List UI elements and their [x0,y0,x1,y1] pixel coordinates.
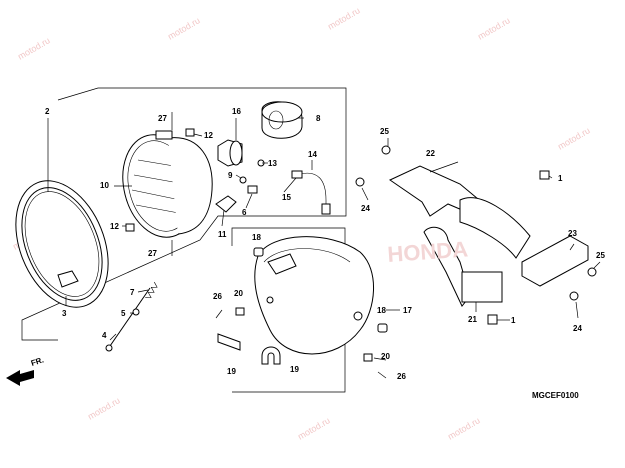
headlight-stay [355,145,597,325]
callout-26b: 26 [397,372,406,381]
callout-21: 21 [468,315,477,324]
watermark: motod.ru [476,15,512,41]
callout-24a: 24 [361,204,370,213]
callout-19b: 19 [290,365,299,374]
headlight-unit [122,130,213,238]
callout-4: 4 [102,331,107,340]
brand-logo: HONDA [387,236,469,267]
callout-25b: 25 [596,251,605,260]
brand-mark-text: HONDA [387,236,469,267]
callout-10: 10 [100,181,109,190]
watermark: motod.ru [86,395,122,421]
callout-20a: 20 [234,289,243,298]
headlight-case [215,236,388,379]
callout-25a: 25 [380,127,389,136]
callout-12a: 12 [110,222,119,231]
bulb-and-cover [217,101,303,167]
callout-1b: 1 [511,316,516,325]
callout-14: 14 [308,150,317,159]
wire-clips [217,333,281,365]
callout-16: 16 [232,107,241,116]
watermark: motod.ru [296,415,332,441]
diagram-code: MGCEF0100 [532,391,579,400]
callout-17: 17 [403,306,412,315]
callout-11: 11 [218,230,227,239]
watermark: motod.ru [556,125,592,151]
callout-15: 15 [282,193,291,202]
callout-19a: 19 [227,367,236,376]
callout-7: 7 [130,288,135,297]
group-outlines [21,87,347,393]
callout-8: 8 [316,114,321,123]
direction-label: FR. [30,355,45,368]
callout-27a: 27 [158,114,167,123]
leader-lines [47,117,601,361]
callout-22: 22 [426,149,435,158]
watermark: motod.ru [166,15,202,41]
callouts: 2 3 4 5 7 10 12 27 27 12 16 8 13 14 9 15… [45,107,605,381]
callout-20b: 20 [381,352,390,361]
adjust-screw-parts [105,281,158,352]
front-direction-arrow: FR. [6,355,45,386]
watermark: motod.ru [446,415,482,441]
callout-9: 9 [228,171,233,180]
callout-13: 13 [268,159,277,168]
callout-18b: 18 [377,306,386,315]
callout-23: 23 [568,229,577,238]
callout-27b: 27 [148,249,157,258]
callout-18a: 18 [252,233,261,242]
callout-24b: 24 [573,324,582,333]
callout-6: 6 [242,208,247,217]
callout-2: 2 [45,107,50,116]
callout-1a: 1 [558,174,563,183]
watermark: motod.ru [16,35,52,61]
callout-26a: 26 [213,292,222,301]
callout-12b: 12 [204,131,213,140]
callout-3: 3 [62,309,67,318]
headlight-rim [15,180,109,308]
watermark: motod.ru [326,5,362,31]
harness-parts [125,112,331,256]
callout-5: 5 [121,309,126,318]
